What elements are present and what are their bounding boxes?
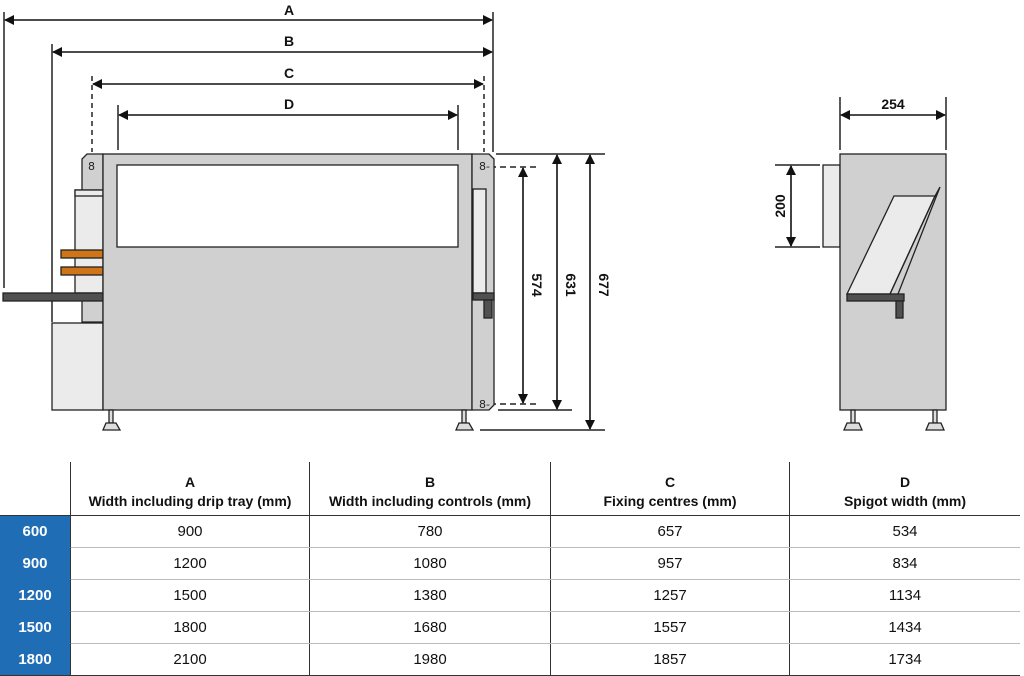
value-cell: 1257 <box>550 579 790 612</box>
dim-label-a: A <box>284 2 294 18</box>
header-b: B Width including controls (mm) <box>309 462 551 516</box>
orange-control-1 <box>60 249 104 259</box>
dimension-drawing: A B C D 574 631 677 254 200 8 8- 8- <box>2 2 947 431</box>
size-cell: 1800 <box>0 643 71 676</box>
control-box <box>51 322 104 411</box>
dim-label-574: 574 <box>529 273 545 297</box>
header-size <box>0 462 71 516</box>
value-cell: 1134 <box>789 579 1020 612</box>
svg-text:8: 8 <box>88 160 95 173</box>
value-cell: 2100 <box>70 643 310 676</box>
header-a: A Width including drip tray (mm) <box>70 462 310 516</box>
value-cell: 1200 <box>70 547 310 580</box>
table-header-row: A Width including drip tray (mm) B Width i… <box>0 462 1020 516</box>
value-cell: 1800 <box>70 611 310 644</box>
dim-label-b: B <box>284 33 294 49</box>
value-cell: 534 <box>789 515 1020 548</box>
value-cell: 1680 <box>309 611 551 644</box>
side-left-foot-icon <box>843 409 863 431</box>
value-cell: 1500 <box>70 579 310 612</box>
svg-text:8-: 8- <box>479 160 490 173</box>
front-view <box>2 153 495 431</box>
header-letter: B <box>424 474 436 490</box>
left-column <box>74 189 104 294</box>
dim-label-631: 631 <box>563 273 579 297</box>
left-foot-icon <box>102 409 122 431</box>
right-foot-icon <box>455 409 475 431</box>
header-d: D Spigot width (mm) <box>789 462 1020 516</box>
dim-label-677: 677 <box>596 273 612 297</box>
side-view <box>822 153 947 431</box>
header-label: Spigot width (mm) <box>843 493 967 509</box>
dim-label-c: C <box>284 65 294 81</box>
value-cell: 1857 <box>550 643 790 676</box>
value-cell: 1080 <box>309 547 551 580</box>
size-cell: 1200 <box>0 579 71 612</box>
dim-label-d: D <box>284 96 294 112</box>
value-cell: 834 <box>789 547 1020 580</box>
header-label: Fixing centres (mm) <box>603 493 737 509</box>
dim-label-200: 200 <box>772 194 788 218</box>
value-cell: 900 <box>70 515 310 548</box>
header-letter: C <box>664 474 676 490</box>
dim-label-254: 254 <box>881 96 905 112</box>
size-cell: 900 <box>0 547 71 580</box>
value-cell: 1434 <box>789 611 1020 644</box>
dimension-lines <box>4 15 946 430</box>
value-cell: 1734 <box>789 643 1020 676</box>
size-cell: 600 <box>0 515 71 548</box>
value-cell: 657 <box>550 515 790 548</box>
value-cell: 1380 <box>309 579 551 612</box>
dimensions-table: A Width including drip tray (mm) B Width i… <box>0 462 1020 676</box>
side-control-box <box>822 164 841 248</box>
value-cell: 957 <box>550 547 790 580</box>
orange-control-2 <box>60 266 104 276</box>
size-cell: 1500 <box>0 611 71 644</box>
header-label: Width including drip tray (mm) <box>88 493 292 509</box>
header-label: Width including controls (mm) <box>328 493 532 509</box>
value-cell: 780 <box>309 515 551 548</box>
value-cell: 1980 <box>309 643 551 676</box>
header-letter: A <box>184 474 196 490</box>
header-letter: D <box>899 474 911 490</box>
side-right-foot-icon <box>925 409 945 431</box>
extension-lines <box>3 12 947 431</box>
svg-text:8-: 8- <box>479 398 490 411</box>
keyhole-icons: 8 8- 8- <box>88 160 490 411</box>
header-c: C Fixing centres (mm) <box>550 462 790 516</box>
drip-tray <box>2 292 104 302</box>
window <box>116 164 459 248</box>
value-cell: 1557 <box>550 611 790 644</box>
